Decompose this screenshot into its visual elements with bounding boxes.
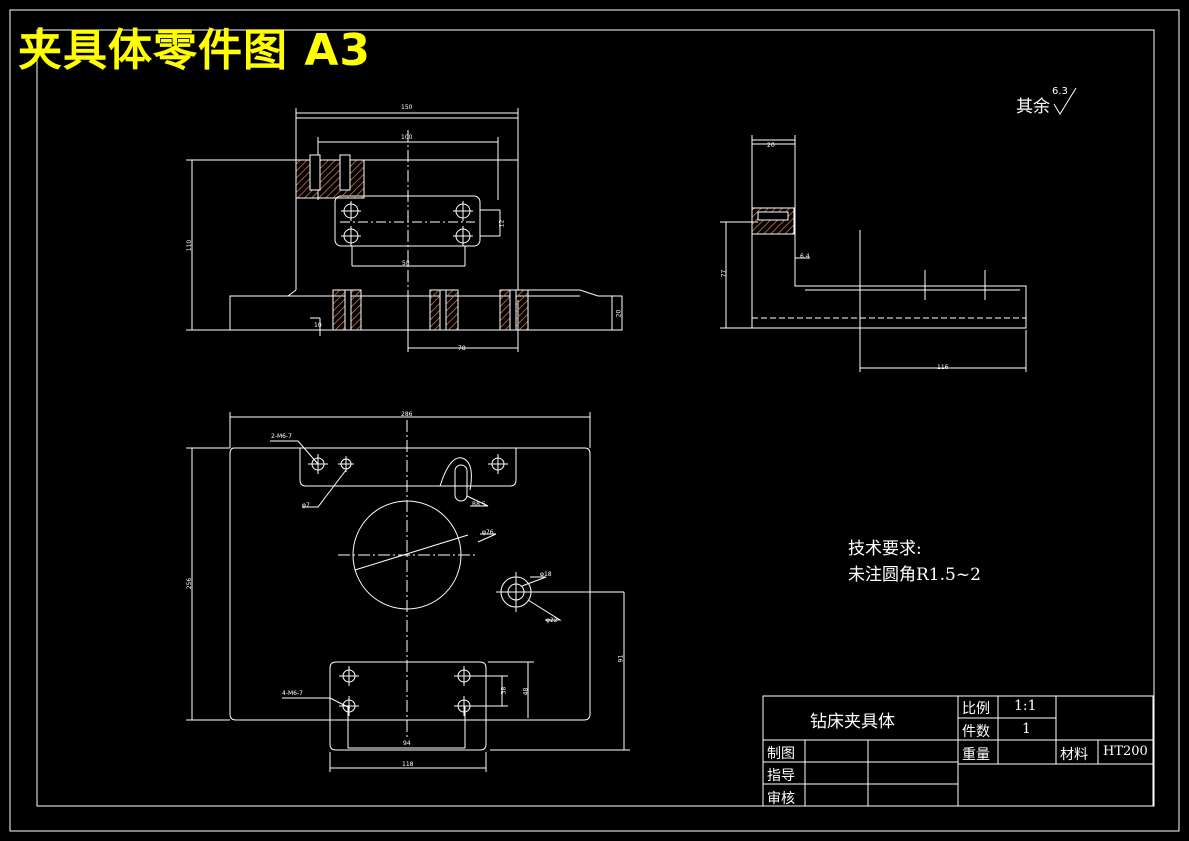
dim-label: 58 bbox=[402, 260, 410, 267]
surface-note: 其余 bbox=[1016, 97, 1050, 117]
dim-label: 20 bbox=[615, 309, 623, 318]
scale-label: 比例 bbox=[962, 701, 990, 717]
dim-label: 150 bbox=[401, 104, 413, 111]
dim-label: 256 bbox=[186, 577, 194, 590]
dim-label: 2-M6-7 bbox=[271, 433, 292, 440]
drawing-title: 夹具体零件图 A3 bbox=[18, 25, 371, 76]
front-view bbox=[186, 108, 623, 352]
roughness-symbol bbox=[1053, 87, 1077, 115]
side-view-hatch bbox=[751, 207, 795, 235]
tech-requirements-title: 技术要求: bbox=[848, 539, 922, 559]
part-name: 钻床夹具体 bbox=[810, 712, 895, 732]
material-value: HT200 bbox=[1103, 744, 1148, 759]
top-view bbox=[186, 412, 630, 772]
quantity-label: 件数 bbox=[962, 724, 990, 740]
dim-label: φ7 bbox=[302, 502, 310, 509]
dim-label: 12 bbox=[498, 219, 506, 228]
dim-label: 286 bbox=[401, 411, 413, 418]
dim-label: 4-M6-7 bbox=[282, 690, 303, 697]
dim-label: 118 bbox=[402, 761, 414, 768]
dim-label: 110 bbox=[186, 239, 194, 252]
dim-label: 38 bbox=[500, 686, 508, 695]
dim-label: 100 bbox=[401, 134, 413, 141]
dim-label: φ18 bbox=[540, 571, 552, 578]
roughness-value: 6.3 bbox=[1052, 86, 1068, 97]
quantity-value: 1 bbox=[1022, 721, 1031, 737]
dim-label: 48 bbox=[522, 687, 530, 696]
dim-label: 6.4 bbox=[800, 253, 810, 260]
dim-label: 10 bbox=[314, 322, 322, 329]
dim-label: 94 bbox=[403, 740, 411, 747]
title-block-grid bbox=[762, 695, 1154, 807]
material-label: 材料 bbox=[1060, 747, 1088, 763]
dim-label: φ76 bbox=[482, 529, 494, 536]
guide-label: 指导 bbox=[767, 768, 795, 784]
dim-label: 78 bbox=[458, 345, 466, 352]
dim-label: 77 bbox=[720, 269, 728, 278]
outer-border bbox=[9, 9, 1180, 832]
dim-label: 20 bbox=[767, 142, 775, 149]
scale-value: 1:1 bbox=[1014, 698, 1037, 714]
dim-label: φ22 bbox=[546, 617, 558, 624]
front-view-hatch bbox=[295, 154, 529, 331]
drawn-label: 制图 bbox=[767, 746, 795, 762]
review-label: 审核 bbox=[767, 791, 795, 807]
dim-label: 91 bbox=[617, 654, 625, 663]
weight-label: 重量 bbox=[962, 747, 990, 763]
dim-label: 116 bbox=[937, 364, 949, 371]
tech-requirement-1: 未注圆角R1.5~2 bbox=[848, 565, 981, 585]
side-view bbox=[720, 135, 1027, 372]
dim-label: R8.5 bbox=[472, 501, 486, 508]
